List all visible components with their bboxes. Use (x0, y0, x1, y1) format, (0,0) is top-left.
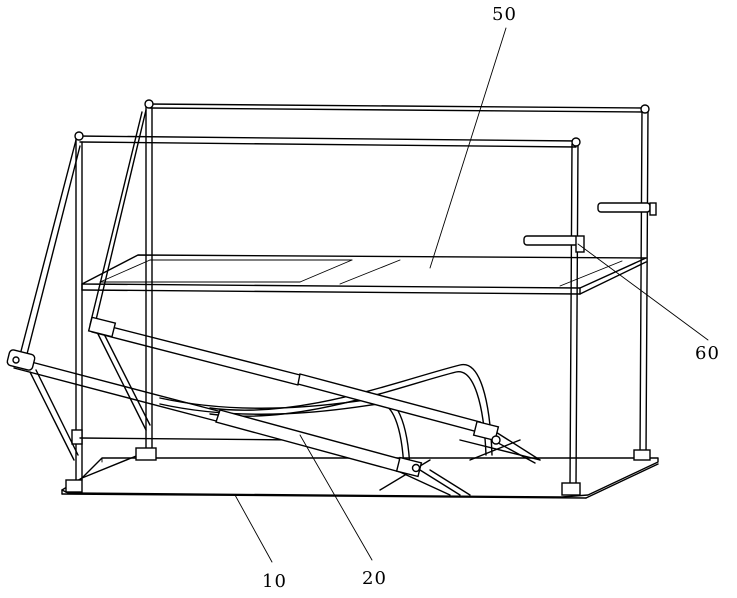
leader-lines (234, 27, 709, 563)
label-60: 60 (695, 343, 720, 364)
platform (81, 254, 647, 295)
label-20: 20 (362, 568, 387, 589)
label-50: 50 (492, 4, 517, 25)
side-bracing (19, 109, 301, 479)
rear-frame (144, 99, 651, 461)
front-frame (65, 131, 581, 496)
base-plate (61, 457, 659, 499)
gas-struts (6, 316, 541, 496)
handles (523, 202, 657, 253)
label-10: 10 (262, 571, 287, 592)
